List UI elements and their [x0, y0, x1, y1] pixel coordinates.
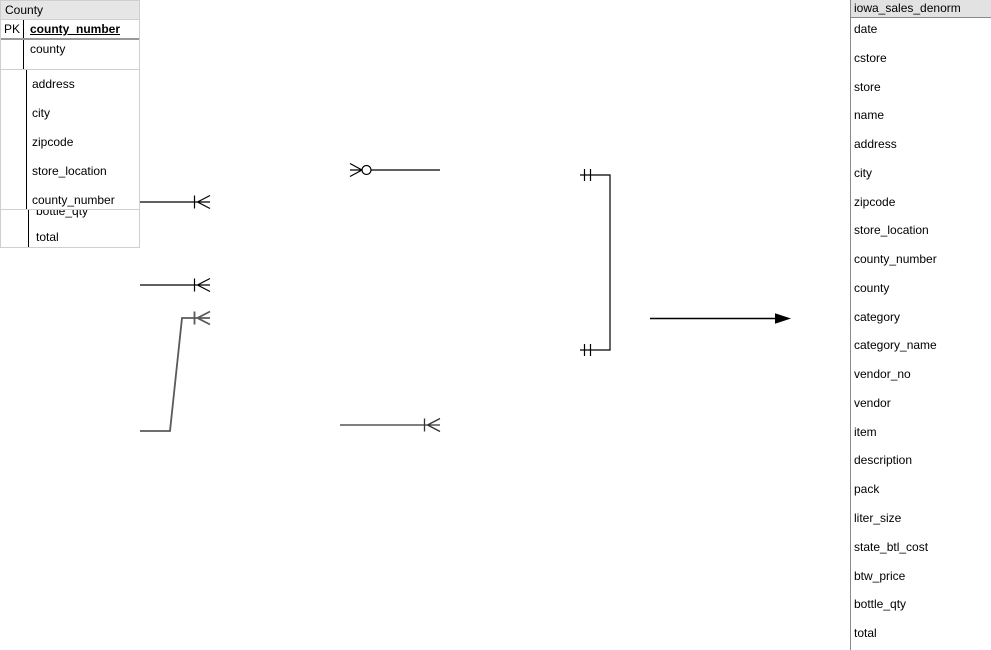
denorm-field: name: [854, 108, 885, 123]
denorm-field: vendor: [854, 395, 891, 410]
denorm-field: county_number: [854, 252, 937, 267]
pk-column-spacer: [1, 40, 24, 69]
field-row: address: [32, 76, 75, 91]
field-row: zipcode: [32, 134, 74, 149]
edge-item-sales[interactable]: [140, 310, 211, 432]
denorm-title: iowa_sales_denorm: [851, 0, 991, 18]
denorm-field: zipcode: [854, 194, 896, 209]
field-row: county_number: [32, 192, 115, 207]
edge-vendor-sales[interactable]: [140, 277, 211, 293]
edge-county-store[interactable]: [340, 417, 441, 433]
denorm-field: state_btl_cost: [854, 539, 929, 554]
pk-row: PK county_number: [1, 20, 139, 40]
denorm-field: btw_price: [854, 568, 906, 583]
denorm-field: item: [854, 424, 877, 439]
denormalization-arrow[interactable]: [650, 313, 791, 324]
denorm-field: store: [854, 79, 881, 94]
denorm-field: description: [854, 453, 913, 468]
field-row: store_location: [32, 163, 107, 178]
edge-convenience-store-store[interactable]: [580, 169, 611, 356]
field-row: total: [36, 229, 59, 244]
arrowhead-icon: [775, 313, 791, 324]
table-county[interactable]: County PK county_number county: [0, 0, 140, 70]
denorm-field: address: [854, 137, 897, 152]
denorm-panel[interactable]: iowa_sales_denorm date cstore store name…: [850, 0, 991, 650]
pk-field: county_number: [30, 22, 121, 36]
denorm-field: cstore: [854, 50, 887, 65]
edge-category-sales[interactable]: [140, 194, 211, 210]
denorm-field: date: [854, 22, 878, 36]
pk-column-spacer: [1, 40, 27, 209]
denorm-field: category_name: [854, 338, 937, 353]
denorm-field: category: [854, 309, 901, 324]
denorm-field: vendor_no: [854, 367, 911, 382]
edge-sales-convenience-store[interactable]: [349, 162, 440, 178]
denorm-field: city: [854, 165, 872, 180]
denorm-field: county: [854, 280, 890, 295]
denorm-field: liter_size: [854, 511, 902, 526]
table-title: County: [1, 1, 139, 20]
field-row: city: [32, 105, 50, 120]
denorm-field: total: [854, 626, 877, 641]
denorm-field: store_location: [854, 223, 929, 238]
denorm-field: bottle_qty: [854, 597, 907, 612]
pk-label: PK: [1, 20, 24, 38]
denorm-field: pack: [854, 482, 880, 497]
field-row: county: [30, 41, 66, 56]
